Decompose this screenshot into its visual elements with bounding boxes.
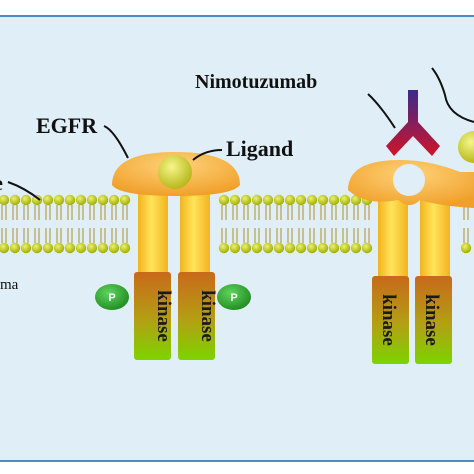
lipid-head (229, 242, 241, 254)
open-pocket (393, 164, 425, 196)
lipid-head (20, 194, 32, 206)
stalk-right-a (180, 190, 210, 280)
lipid-head (42, 194, 54, 206)
lipid-head (273, 242, 285, 254)
kinase-domain-2 (178, 272, 215, 360)
lipid-head (295, 194, 307, 206)
label-plasma-fragment: ma (0, 277, 19, 293)
lipid-head (240, 194, 252, 206)
lipid-head (31, 194, 43, 206)
kinase-label-2: kinase (197, 290, 218, 342)
lipid-head (9, 242, 21, 254)
lipid-head (64, 194, 76, 206)
lipid-head (317, 194, 329, 206)
lipid-head (119, 194, 131, 206)
lipid-head (20, 242, 32, 254)
lipid-head (284, 242, 296, 254)
ligand-leader (192, 149, 223, 161)
lipid-head (9, 194, 21, 206)
lipid-head (339, 242, 351, 254)
lipid-head (108, 194, 120, 206)
kinase-label-3: kinase (378, 294, 399, 346)
lipid-head (328, 242, 340, 254)
phospho-label-right: P (230, 292, 237, 304)
lipid-head (306, 194, 318, 206)
lipid-head (42, 242, 54, 254)
lipid-head (0, 242, 10, 254)
antibody (386, 90, 440, 156)
lipid-bilayer (0, 194, 472, 254)
lipid-head (339, 194, 351, 206)
egfr-leader (103, 125, 129, 159)
lipid-head (218, 242, 230, 254)
lipid-head (31, 242, 43, 254)
kinase-label-4: kinase (421, 294, 442, 346)
lipid-head (108, 242, 120, 254)
lipid-head (350, 242, 362, 254)
label-egfr: EGFR (36, 113, 98, 138)
lipid-head (75, 194, 87, 206)
lipid-head (119, 242, 131, 254)
ligand-curve-line (431, 67, 474, 123)
kinase-label-1: kinase (153, 290, 174, 342)
lipid-head (262, 194, 274, 206)
lipid-head (53, 242, 65, 254)
kinase-domain-3 (372, 276, 409, 364)
ligand-ball-right (458, 131, 474, 163)
lipid-head (306, 242, 318, 254)
lipid-head (218, 194, 230, 206)
lipid-head (0, 194, 10, 206)
lipid-head (75, 242, 87, 254)
lipid-head (251, 242, 263, 254)
lipid-head (350, 194, 362, 206)
lipid-head (86, 242, 98, 254)
label-ligand: Ligand (226, 136, 293, 161)
lipid-head (229, 194, 241, 206)
lipid-head (460, 242, 472, 254)
lipid-head (240, 242, 252, 254)
label-nimotuzumab: Nimotuzumab (195, 71, 317, 93)
stalk-right-b (420, 195, 450, 285)
lipid-head (317, 242, 329, 254)
stalk-left-a (138, 190, 168, 280)
egfr-left: kinase kinase P P (95, 152, 251, 360)
lipid-head (284, 194, 296, 206)
lipid-head (328, 194, 340, 206)
nimotuzumab-leader (367, 93, 396, 129)
lipid-head (53, 194, 65, 206)
lipid-head (97, 194, 109, 206)
phospho-label-left: P (108, 292, 115, 304)
lipid-head (64, 242, 76, 254)
egfr-right: kinase kinase (348, 67, 474, 364)
phospho-left (95, 284, 129, 310)
label-membrane-fragment: e (0, 173, 3, 195)
stalk-left-b (378, 195, 408, 285)
kinase-domain-4 (415, 276, 452, 364)
lipid-head (86, 194, 98, 206)
lipid-head (97, 242, 109, 254)
lipid-head (295, 242, 307, 254)
ligand-ball (158, 155, 192, 189)
membrane-leader (7, 181, 41, 201)
phospho-right (217, 284, 251, 310)
kinase-domain-1 (134, 272, 171, 360)
lipid-head (262, 242, 274, 254)
lipid-head (251, 194, 263, 206)
lipid-head (361, 242, 373, 254)
lipid-head (273, 194, 285, 206)
